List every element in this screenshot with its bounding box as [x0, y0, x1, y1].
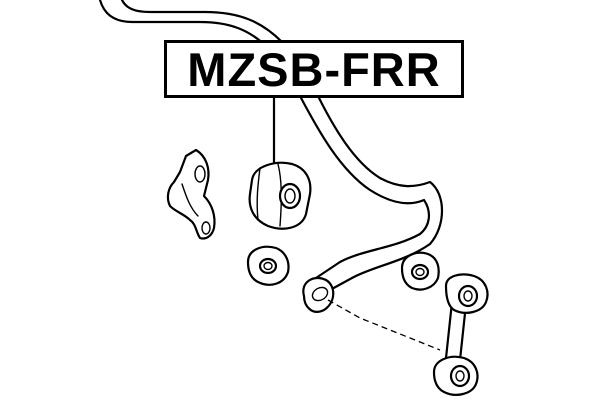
stabilizer-bar	[98, 0, 443, 292]
stabilizer-link	[432, 273, 489, 396]
bushing-bracket	[166, 148, 216, 240]
nut-left	[246, 245, 290, 286]
stabilizer-bushing	[248, 161, 312, 230]
assembly-dashed-line	[327, 299, 441, 351]
nut-right	[400, 251, 440, 291]
bar-end-eye	[302, 276, 335, 313]
part-number-label: MZSB-FRR	[164, 40, 464, 98]
